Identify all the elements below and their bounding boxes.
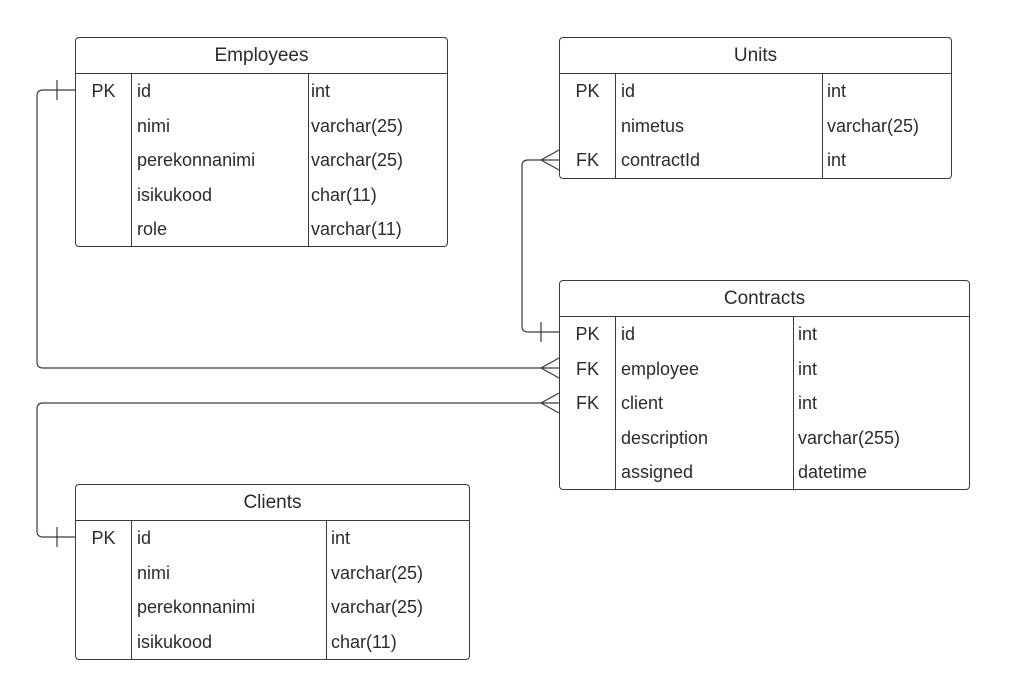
field-type: varchar(25) — [827, 115, 920, 136]
field-type: varchar(11) — [311, 219, 402, 239]
entity-clients[interactable]: Clients PK id int nimi varchar(25) perek… — [75, 484, 470, 660]
field-type: varchar(25) — [311, 115, 404, 136]
entity-title: Clients — [76, 485, 469, 521]
crowfoot-units-contractid — [539, 149, 560, 171]
field-name: nimi — [137, 562, 171, 583]
entity-units[interactable]: Units PK id int nimetus varchar(25) FK c… — [559, 37, 952, 179]
field-name: nimi — [137, 115, 171, 136]
table-row[interactable]: isikukood char(11) — [76, 178, 447, 213]
field-type: int — [827, 150, 847, 170]
key-cell — [76, 212, 131, 246]
column-divider — [308, 74, 309, 246]
table-row[interactable]: perekonnanimi varchar(25) — [76, 590, 469, 625]
key-cell — [560, 421, 615, 456]
column-divider — [131, 74, 132, 246]
entity-title: Contracts — [560, 281, 969, 317]
connector-contracts-employees[interactable] — [36, 89, 559, 369]
field-type: varchar(25) — [311, 150, 404, 170]
key-cell: PK — [575, 81, 600, 101]
crowfoot-contracts-client — [539, 392, 560, 414]
column-divider — [615, 317, 616, 489]
table-row[interactable]: FK client int — [560, 386, 969, 421]
column-divider — [326, 521, 327, 659]
entity-employees[interactable]: Employees PK id int nimi varchar(25) per… — [75, 37, 448, 247]
key-cell: FK — [575, 150, 599, 170]
table-row[interactable]: nimetus varchar(25) — [560, 109, 951, 144]
field-name: client — [621, 393, 664, 413]
table-row[interactable]: role varchar(11) — [76, 212, 447, 246]
field-type: int — [827, 81, 847, 101]
key-cell — [560, 109, 615, 144]
field-name: isikukood — [137, 631, 213, 652]
table-row[interactable]: perekonnanimi varchar(25) — [76, 143, 447, 178]
field-type: datetime — [798, 462, 868, 482]
field-type: varchar(25) — [331, 562, 424, 583]
table-row[interactable]: assigned datetime — [560, 455, 969, 489]
field-name: id — [621, 324, 636, 344]
table-row[interactable]: PK id int — [76, 74, 447, 109]
field-type: int — [311, 81, 331, 101]
field-name: role — [137, 219, 168, 239]
field-type: varchar(255) — [798, 427, 901, 448]
field-name: perekonnanimi — [137, 597, 256, 617]
entity-title: Units — [560, 38, 951, 74]
field-name: employee — [621, 358, 700, 379]
connector-contracts-clients[interactable] — [36, 402, 559, 538]
table-row[interactable]: PK id int — [560, 74, 951, 109]
entity-contracts[interactable]: Contracts PK id int FK employee int FK c… — [559, 280, 970, 490]
field-type: int — [798, 393, 818, 413]
field-type: int — [331, 528, 351, 548]
table-row[interactable]: description varchar(255) — [560, 421, 969, 456]
field-type: int — [798, 358, 818, 379]
key-cell: PK — [91, 528, 116, 548]
key-cell — [76, 143, 131, 178]
field-name: nimetus — [621, 115, 685, 136]
field-type: varchar(25) — [331, 597, 424, 617]
key-cell — [76, 556, 131, 591]
key-cell: PK — [91, 81, 116, 101]
key-cell: FK — [575, 358, 599, 379]
column-divider — [822, 74, 823, 178]
field-name: description — [621, 427, 709, 448]
field-name: isikukood — [137, 184, 213, 205]
field-type: char(11) — [311, 184, 377, 205]
table-row[interactable]: nimi varchar(25) — [76, 109, 447, 144]
column-divider — [131, 521, 132, 659]
crowfoot-contracts-employee — [539, 357, 560, 379]
field-type: char(11) — [331, 631, 397, 652]
table-row[interactable]: FK contractId int — [560, 143, 951, 178]
table-row[interactable]: PK id int — [560, 317, 969, 352]
field-name: perekonnanimi — [137, 150, 256, 170]
key-cell — [76, 625, 131, 660]
table-row[interactable]: nimi varchar(25) — [76, 556, 469, 591]
connector-units-contracts[interactable] — [521, 159, 559, 333]
field-name: assigned — [621, 462, 694, 482]
table-row[interactable]: PK id int — [76, 521, 469, 556]
column-divider — [793, 317, 794, 489]
column-divider — [615, 74, 616, 178]
field-name: id — [621, 81, 636, 101]
key-cell — [76, 109, 131, 144]
field-type: int — [798, 324, 818, 344]
entity-title: Employees — [76, 38, 447, 74]
key-cell — [76, 590, 131, 625]
table-row[interactable]: isikukood char(11) — [76, 625, 469, 660]
table-row[interactable]: FK employee int — [560, 352, 969, 387]
field-name: contractId — [621, 150, 701, 170]
field-name: id — [137, 528, 152, 548]
field-name: id — [137, 81, 152, 101]
key-cell — [560, 455, 615, 489]
key-cell: FK — [575, 393, 599, 413]
key-cell: PK — [575, 324, 600, 344]
key-cell — [76, 178, 131, 213]
